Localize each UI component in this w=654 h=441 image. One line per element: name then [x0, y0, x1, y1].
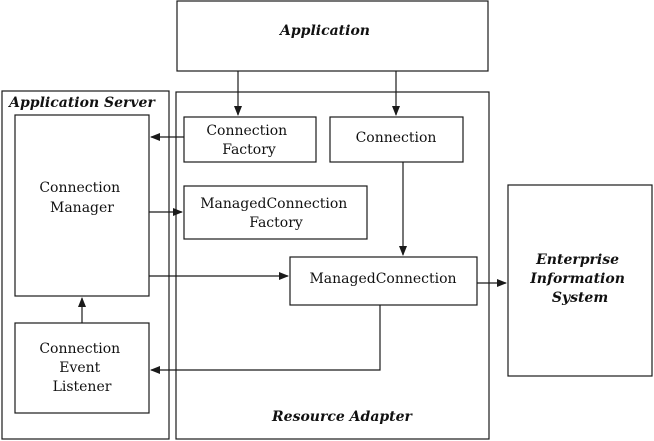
- application-label: Application: [278, 23, 370, 39]
- managed-connection-factory-box: [183, 185, 368, 240]
- application-box: [176, 0, 489, 72]
- connection-label: Connection: [356, 130, 437, 146]
- eis-box: [507, 184, 653, 377]
- managed-connection-label: ManagedConnection: [309, 271, 456, 287]
- managed-connection-factory-label: ManagedConnection Factory: [200, 196, 352, 231]
- connection-manager-box: [14, 114, 150, 297]
- managed-connection-box: [289, 256, 478, 306]
- connection-factory-label: Connection Factory: [206, 123, 291, 158]
- connection-factory-box: [183, 116, 317, 163]
- resource-adapter-label: Resource Adapter: [271, 409, 414, 425]
- connection-event-listener-label: Connection Event Listener: [39, 341, 124, 395]
- application-server-label: Application Server: [7, 95, 156, 111]
- arrow-managed-connection-to-event-listener: [150, 305, 381, 374]
- connection-manager-label: Connection Manager: [39, 180, 124, 216]
- connection-box: [329, 116, 464, 163]
- eis-label: Enterprise Information System: [529, 252, 630, 306]
